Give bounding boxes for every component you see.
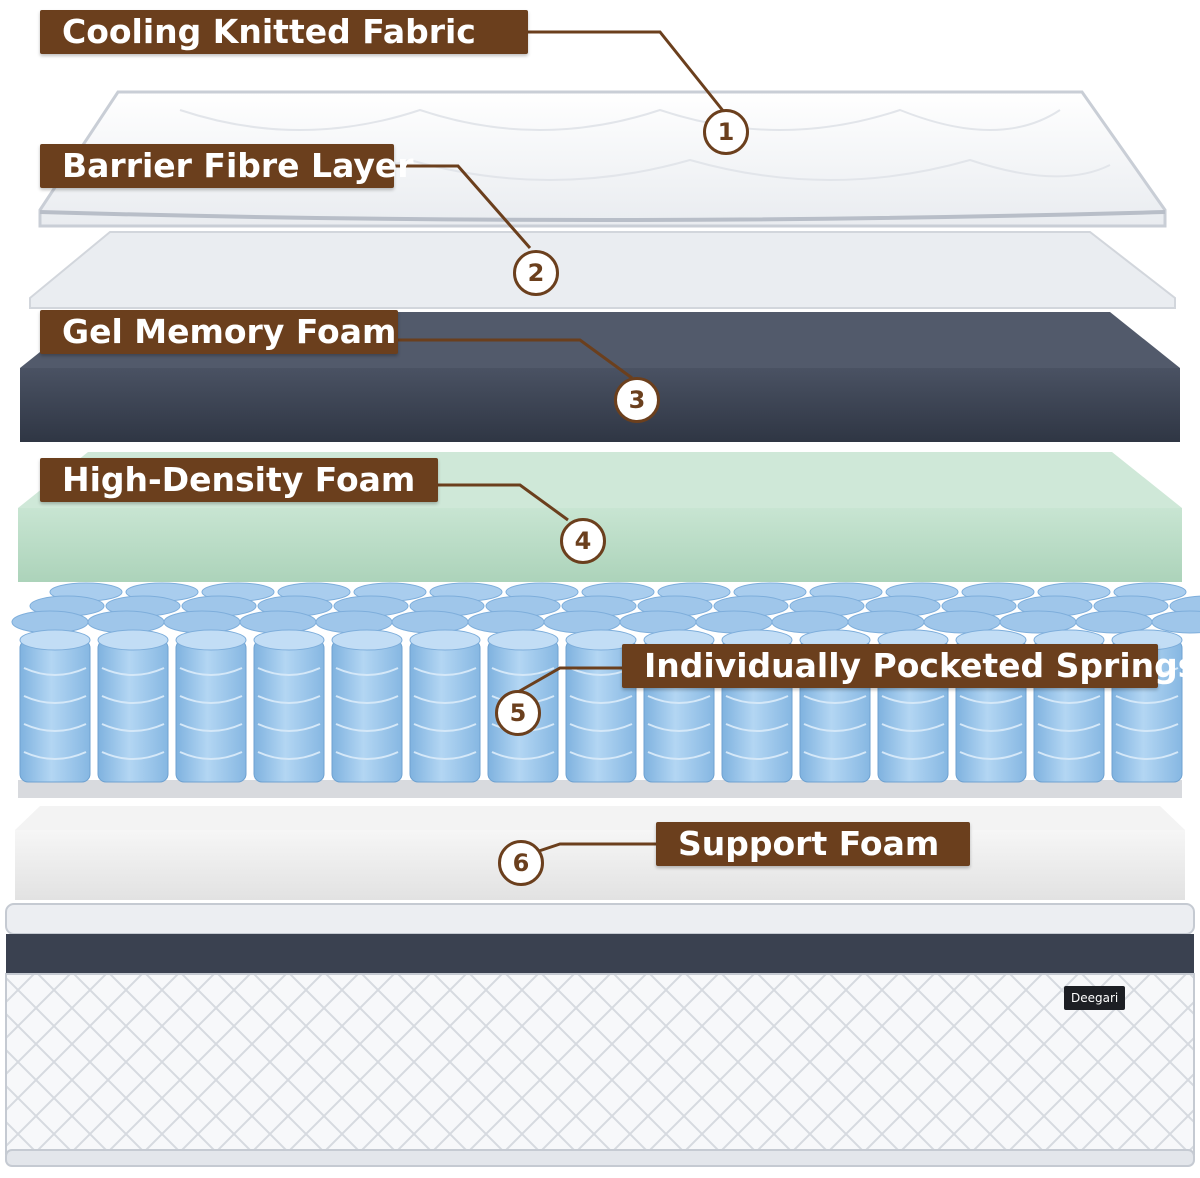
spring-coil-top bbox=[467, 610, 545, 634]
barrier-fibre-layer bbox=[29, 231, 1176, 309]
brand-tag: Deegari bbox=[1064, 986, 1126, 1010]
spring-coil-top bbox=[315, 610, 393, 634]
layer-label-barrier-fibre: Barrier Fibre Layer bbox=[40, 144, 414, 188]
spring-coil bbox=[565, 629, 637, 783]
spring-coil bbox=[97, 629, 169, 783]
layer-number-2: 2 bbox=[513, 250, 559, 296]
spring-coil-top bbox=[163, 610, 241, 634]
layer-label-pocketed-springs: Individually Pocketed Springs bbox=[622, 644, 1197, 688]
spring-coil-top bbox=[239, 610, 317, 634]
layer-number-6: 6 bbox=[498, 840, 544, 886]
spring-coil-top bbox=[391, 610, 469, 634]
layer-number-5: 5 bbox=[495, 690, 541, 736]
layer-label-support-foam: Support Foam bbox=[656, 822, 970, 866]
support-foam-layer bbox=[15, 806, 1185, 900]
spring-coil-top bbox=[1151, 610, 1200, 634]
pocketed-springs-layer bbox=[11, 582, 1200, 798]
spring-coil bbox=[409, 629, 481, 783]
spring-coil bbox=[19, 629, 91, 783]
layer-label-cooling-fabric: Cooling Knitted Fabric bbox=[40, 10, 528, 54]
spring-coil bbox=[331, 629, 403, 783]
spring-coil bbox=[175, 629, 247, 783]
layer-number-4: 4 bbox=[560, 518, 606, 564]
spring-coil bbox=[253, 629, 325, 783]
spring-coil-top bbox=[543, 610, 621, 634]
leader-lines bbox=[394, 30, 726, 854]
layer-label-gel-memory-foam: Gel Memory Foam bbox=[40, 310, 398, 354]
mattress-base bbox=[5, 903, 1195, 1167]
layer-number-1: 1 bbox=[703, 109, 749, 155]
layer-number-3: 3 bbox=[614, 377, 660, 423]
cooling-fabric-layer bbox=[38, 90, 1167, 228]
layer-label-high-density-foam: High-Density Foam bbox=[40, 458, 438, 502]
